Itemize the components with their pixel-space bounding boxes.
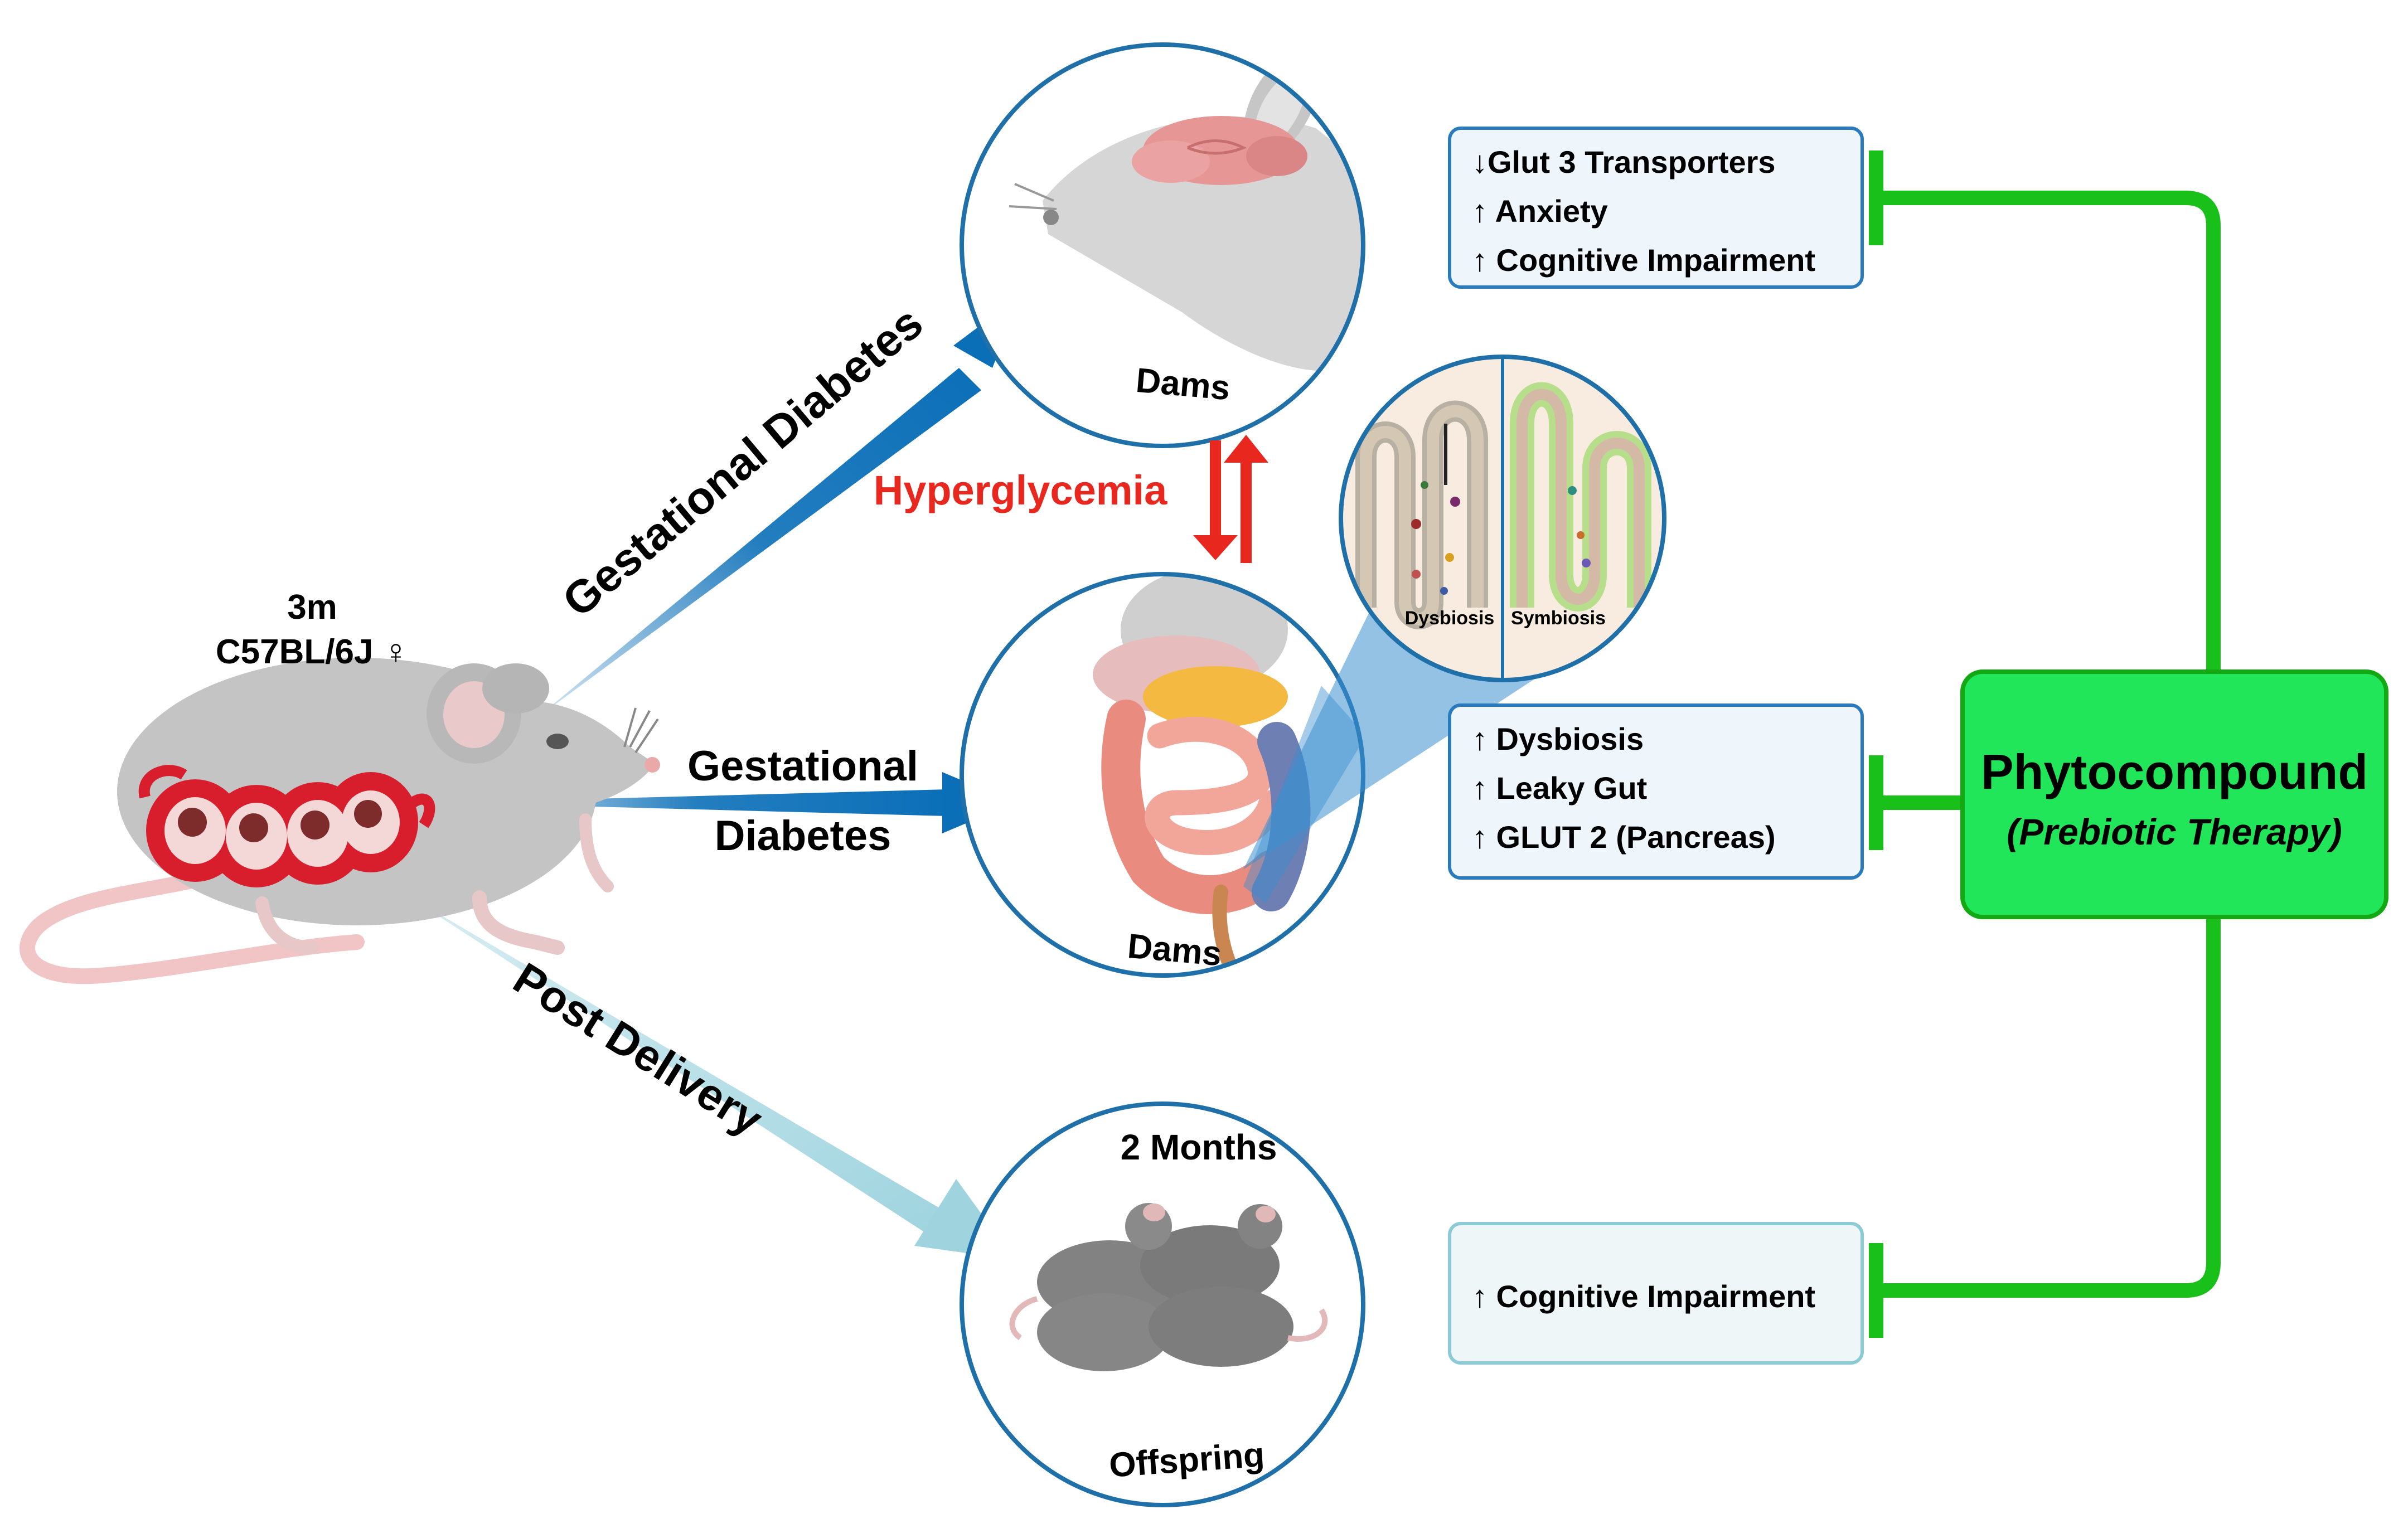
gut-effect-1: ↑ Dysbiosis xyxy=(1472,721,1644,756)
brain-effect-2: ↑ Anxiety xyxy=(1472,193,1608,229)
offspring-effect-1: ↑ Cognitive Impairment xyxy=(1472,1279,1815,1314)
villi-symbiosis-label: Symbiosis xyxy=(1511,608,1606,629)
brain-effect-3: ↑ Cognitive Impairment xyxy=(1472,242,1815,278)
villi-circle xyxy=(1339,355,1666,682)
offspring-mice-icon xyxy=(1009,1203,1328,1371)
phytocompound-subtitle: (Prebiotic Therapy) xyxy=(2007,811,2342,852)
lower-arrow-label: Post Delivery xyxy=(505,953,771,1145)
inhibition-bars xyxy=(1869,151,1883,1338)
gut-effect-2: ↑ Leaky Gut xyxy=(1472,770,1647,805)
hyperglycemia-label: Hyperglycemia xyxy=(874,467,1167,513)
mouse-age-label: 3m xyxy=(287,588,337,627)
phytocompound-box: Phytocompound (Prebiotic Therapy) xyxy=(1960,669,2388,919)
uterus-fetuses xyxy=(138,765,435,887)
hyperglycemia-arrows xyxy=(1193,435,1268,563)
brain-effect-1: ↓Glut 3 Transporters xyxy=(1472,144,1776,179)
brain-circle xyxy=(960,42,1365,448)
gut-circle-label: Dams xyxy=(1126,927,1223,973)
gut-effects-box: ↑ Dysbiosis ↑ Leaky Gut ↑ GLUT 2 (Pancre… xyxy=(1448,703,1864,880)
brain-effects-box: ↓Glut 3 Transporters ↑ Anxiety ↑ Cogniti… xyxy=(1448,127,1864,289)
brain-circle-label: Dams xyxy=(1135,361,1232,407)
gut-effect-3: ↑ GLUT 2 (Pancreas) xyxy=(1472,819,1776,855)
phytocompound-title: Phytocompound xyxy=(1981,744,2368,799)
mouse-strain-label: C57BL/6J ♀ xyxy=(216,633,409,671)
offspring-circle xyxy=(960,1101,1365,1507)
middle-arrow-label-1: Gestational xyxy=(687,743,918,790)
middle-arrow-label-2: Diabetes xyxy=(715,812,892,860)
pregnant-mouse-icon xyxy=(20,658,660,984)
offspring-age-label: 2 Months xyxy=(1121,1127,1277,1167)
gut-circle xyxy=(960,572,1365,978)
offspring-effects-box: ↑ Cognitive Impairment xyxy=(1448,1222,1864,1365)
villi-dysbiosis-label: Dysbiosis xyxy=(1405,608,1495,629)
inhibition-connectors xyxy=(1876,191,2221,1298)
